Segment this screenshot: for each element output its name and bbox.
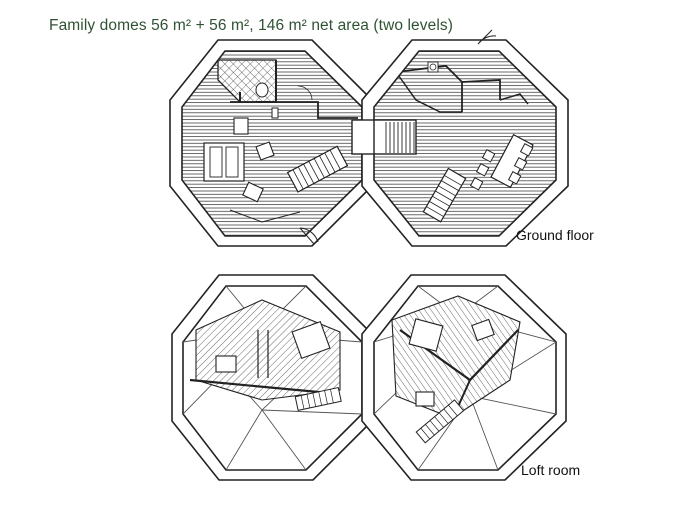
loft-room-label: Loft room [521,462,581,478]
loft-plan [171,274,567,481]
ground-floor-label: Ground floor [516,227,594,243]
page-title: Family domes 56 m² + 56 m², 146 m² net a… [49,17,453,34]
ground-floor-plan [169,29,569,247]
